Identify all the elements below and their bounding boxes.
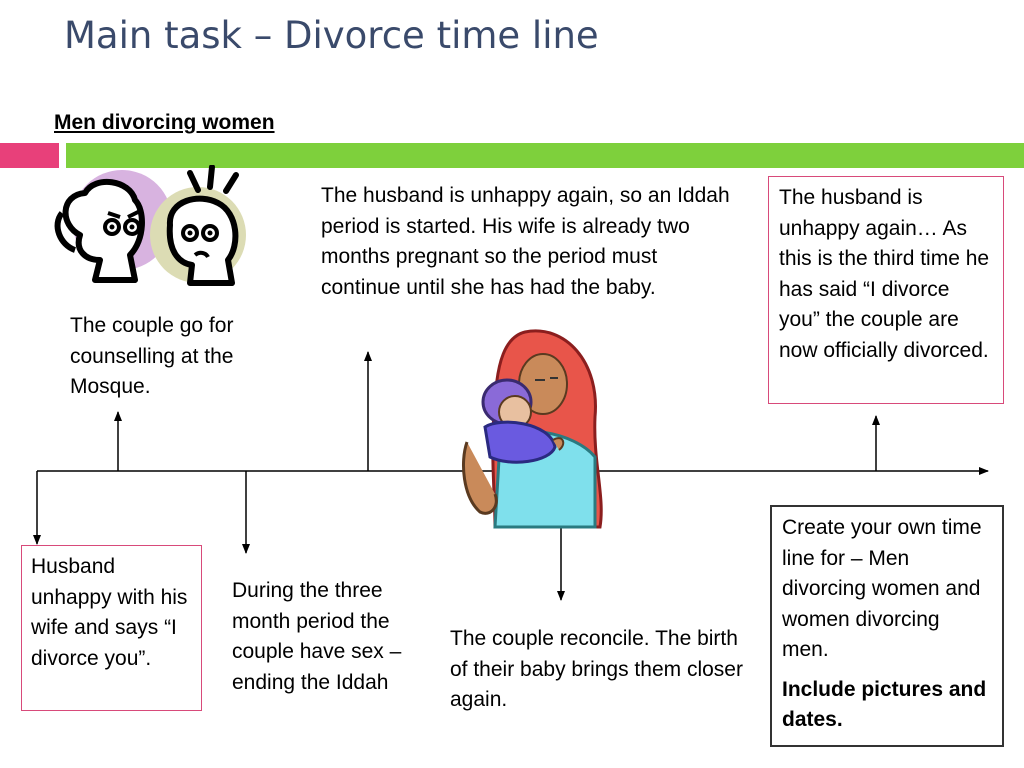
event-third-time: The husband is unhappy again… As this is… <box>779 186 990 362</box>
slide-title: Main task – Divorce time line <box>64 14 599 57</box>
couple-illustration <box>54 165 246 286</box>
task-emphasis: Include pictures and dates. <box>782 677 987 732</box>
event-reconcile: The couple reconcile. The birth of their… <box>450 627 743 711</box>
slide-subtitle: Men divorcing women <box>54 111 275 134</box>
event-counselling: The couple go for counselling at the Mos… <box>70 314 234 398</box>
accent-bar-green <box>66 143 1024 168</box>
event-first-divorce-box: Husband unhappy with his wife and says “… <box>21 545 202 711</box>
event-iddah-pregnant: The husband is unhappy again, so an Idda… <box>321 184 730 299</box>
mother-baby-illustration <box>461 329 603 529</box>
accent-bar-pink <box>0 143 59 168</box>
task-instruction: Create your own time line for – Men divo… <box>782 516 982 661</box>
task-box: Create your own time line for – Men divo… <box>770 505 1004 747</box>
event-third-time-box: The husband is unhappy again… As this is… <box>768 176 1004 404</box>
event-three-month: During the three month period the couple… <box>232 579 402 694</box>
event-first-divorce: Husband unhappy with his wife and says “… <box>31 555 188 670</box>
